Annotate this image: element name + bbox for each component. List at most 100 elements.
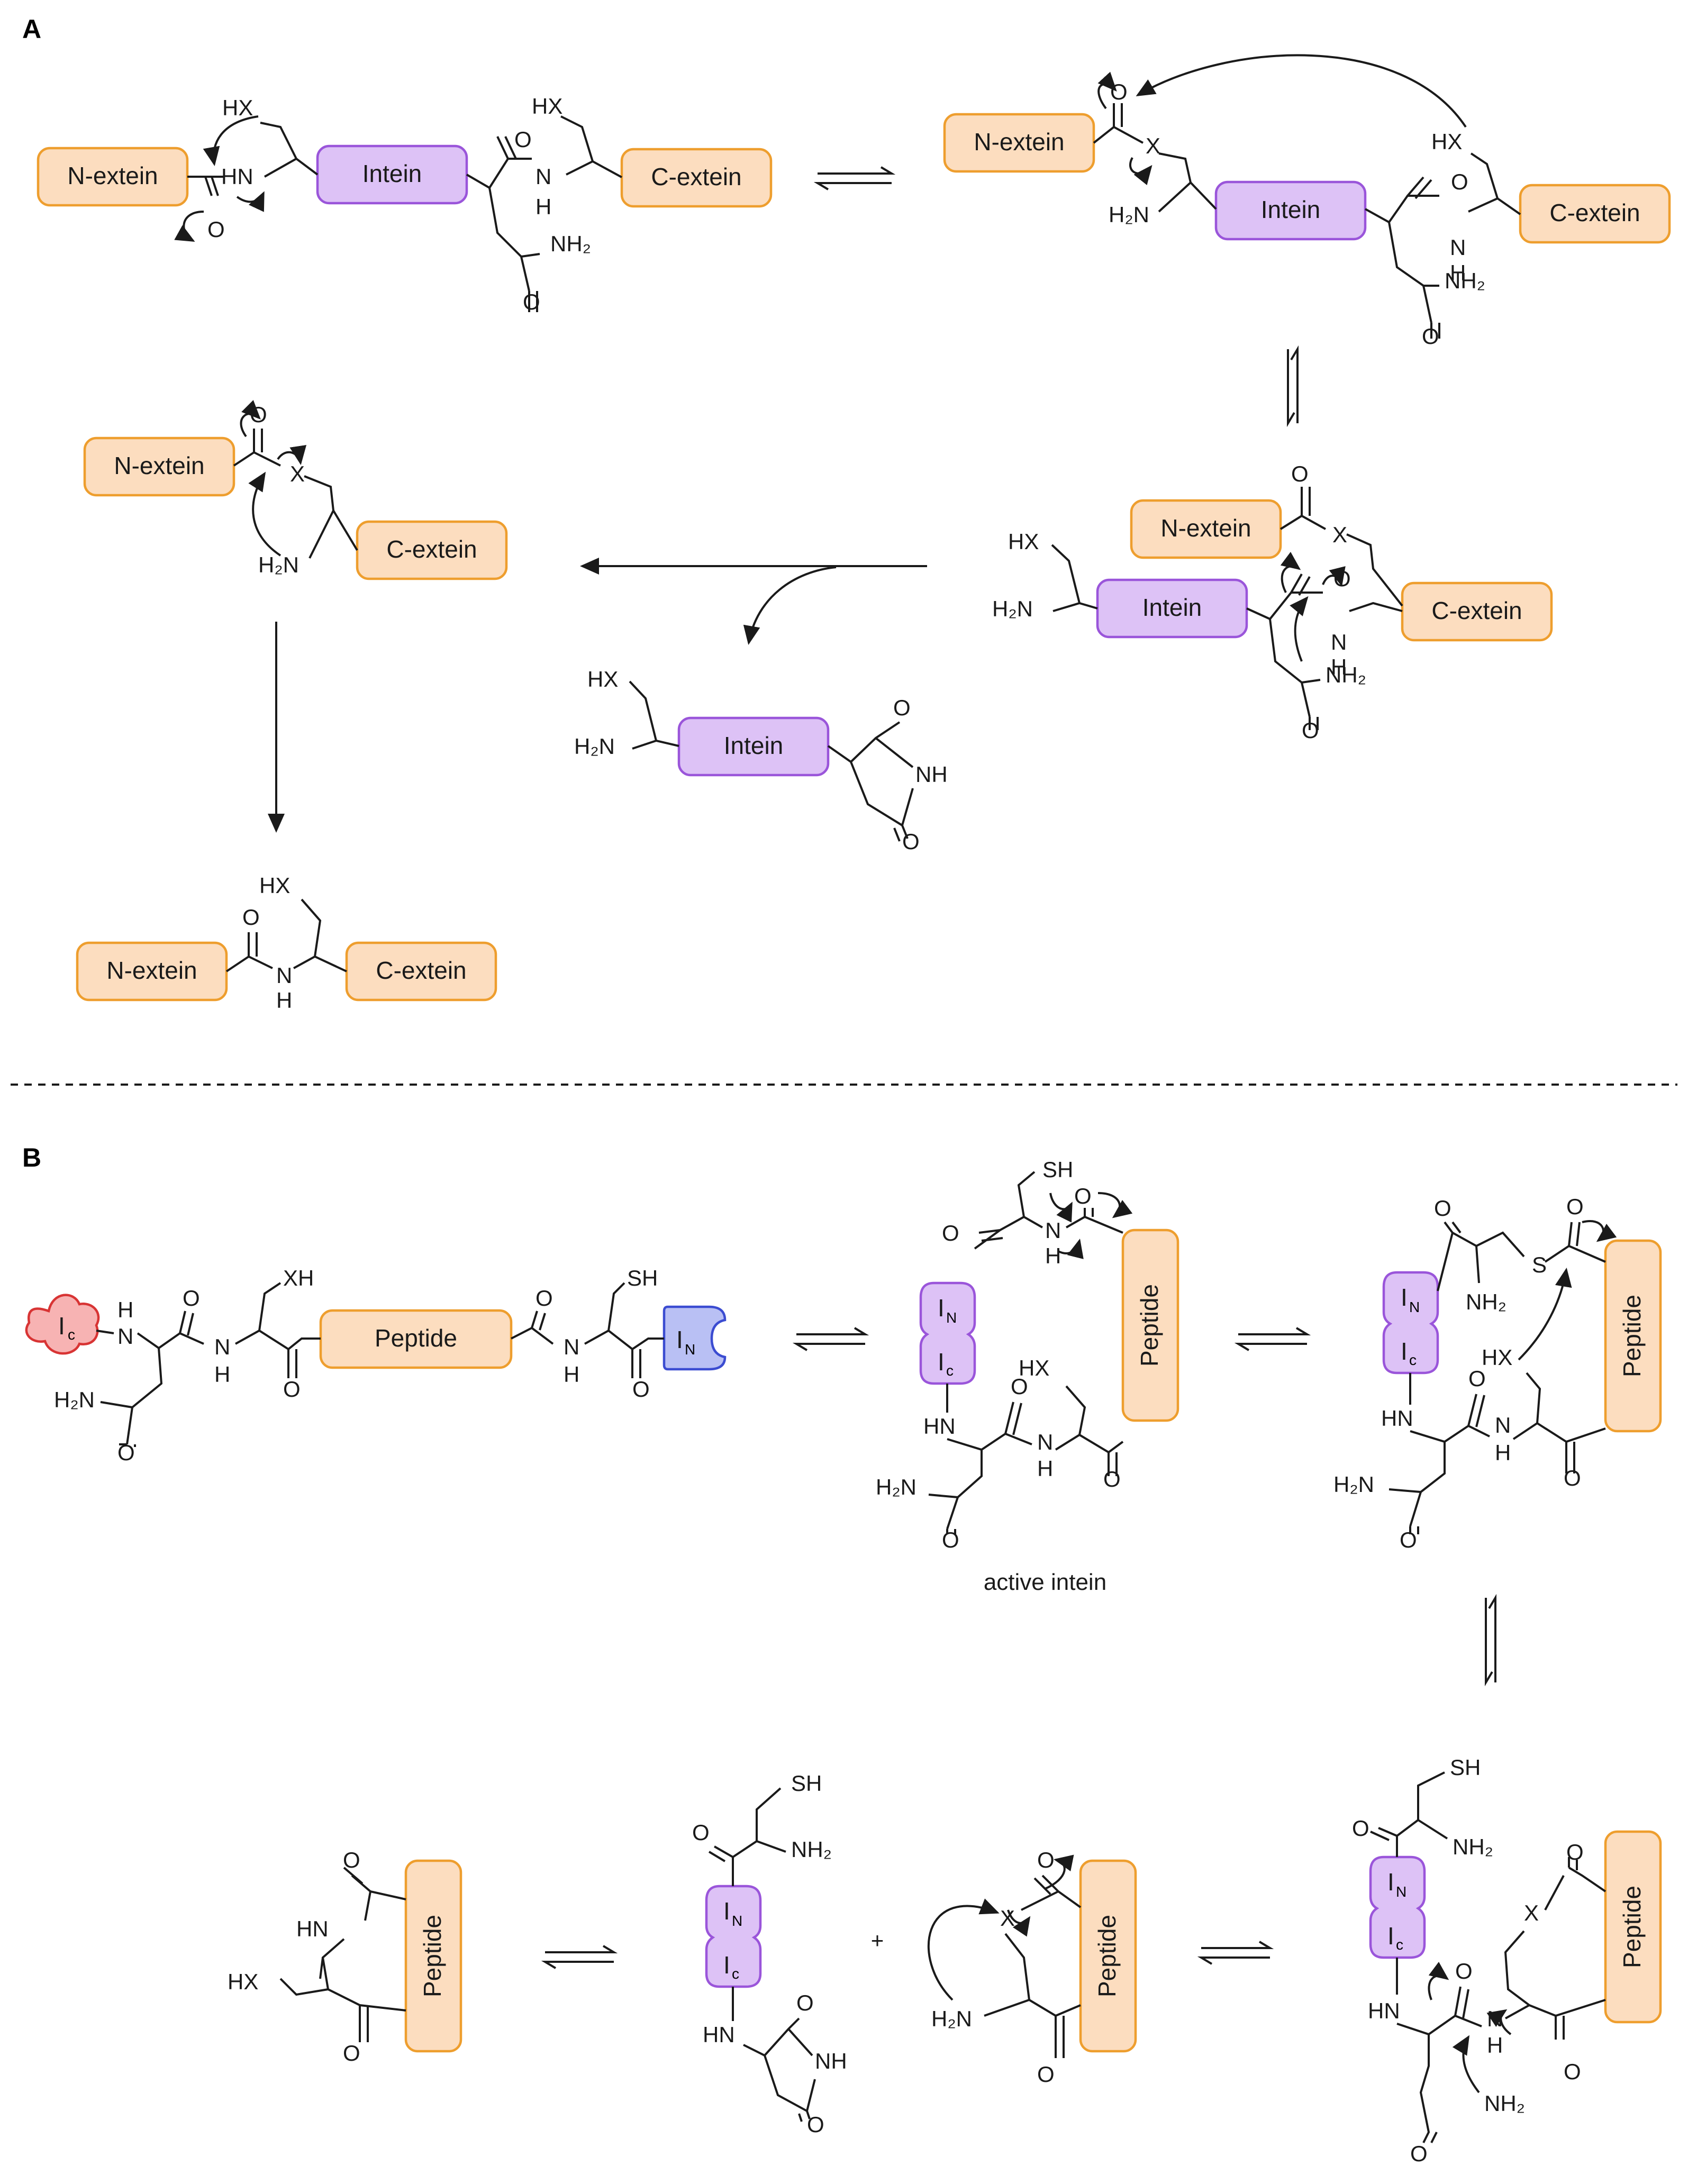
ic-subscript: c [732,1965,739,1982]
bonds [260,122,540,312]
atom-n: N [276,963,292,988]
atom-h2n: H₂N [258,552,299,577]
atom-n: N [214,1334,230,1359]
curved-arrow [240,400,261,438]
in-subscript: N [685,1341,695,1358]
atom-o: O [1291,461,1309,486]
bonds [1279,487,1403,607]
a-linked-exteins-ester: N-extein C-extein O X H₂N [83,400,508,580]
bonds [827,721,914,842]
bonds [225,898,347,972]
a-succinimide-intein: Intein HX H₂N O NH O [574,667,948,854]
in-label: I [938,1294,945,1322]
in-label: I [723,1897,730,1925]
a-spliced-product: N-extein C-extein HX O N H [76,873,497,1013]
n-extein-label: N-extein [974,128,1064,156]
in-subscript: N [1396,1883,1406,1900]
atom-o: O [1352,1816,1369,1841]
atom-h: H [117,1297,133,1322]
atom-hx: HX [587,667,618,691]
curved-arrow [1518,1268,1572,1361]
in-subscript: N [732,1913,742,1929]
a-precursor: N-extein Intein C-extein HX HN O O N H H… [37,94,773,314]
panel-a-label: A [22,14,41,44]
split-intein-dimer [705,1885,762,1988]
b-ester-intermediate: Peptide O X H₂N O [927,1848,1137,2087]
curved-arrow [1129,157,1152,185]
atom-o: O [183,1286,200,1311]
atom-o: O [1564,2059,1581,2084]
atom-x: X [1146,133,1160,158]
equilibrium-arrow [792,1327,869,1351]
atom-h2n: H₂N [574,734,615,759]
atom-h2n: H₂N [1109,202,1149,227]
atom-s: S [1532,1252,1547,1277]
bonds [235,1282,321,1378]
atom-o: O [1333,566,1351,591]
atom-hn: HN [221,164,253,189]
atom-hx: HX [1008,529,1039,554]
n-extein-label: N-extein [67,162,158,189]
atom-nh2: NH₂ [1445,268,1485,293]
atom-xh: XH [283,1266,314,1290]
atom-n: N [117,1324,133,1349]
atom-x: X [290,461,305,486]
bonds [1468,152,1521,215]
atom-o: O [1110,79,1128,104]
atom-x: X [1524,1900,1539,1925]
b-excised-intein-succinimide: I N I c SH O NH₂ HN O NH O [692,1771,847,2137]
split-intein-dimer [1382,1271,1439,1375]
atom-o: O [514,127,532,152]
atom-h: H [564,1362,579,1387]
atom-o: O [1074,1184,1092,1208]
bonds [984,1874,1082,2058]
atom-o: O [1037,1848,1055,1872]
atom-nh: NH [815,2049,847,2073]
in-fragment-blob [663,1305,727,1371]
atom-o: O [343,2041,360,2065]
b-cyclic-peptide-product: Peptide O HN HX O [228,1848,462,2065]
atom-h: H [276,988,292,1013]
atom-h: H [1037,1456,1053,1481]
in-label: I [676,1326,683,1353]
atom-o: O [1451,169,1468,194]
peptide-box [1079,1859,1137,2053]
curved-arrow [1582,1220,1617,1242]
atom-hx: HX [1019,1355,1049,1380]
atom-sh: SH [1450,1755,1481,1780]
a-branched-intermediate: N-extein Intein C-extein O X HX H₂N O N … [992,461,1553,743]
curved-arrow [236,191,265,212]
atom-h2n: H₂N [54,1387,95,1412]
atom-nh2: NH₂ [550,231,591,256]
atom-n: N [1331,630,1347,654]
atom-h2n: H₂N [1333,1472,1374,1497]
atom-sh: SH [791,1771,822,1796]
bonds [187,157,319,196]
atom-o: O [523,289,540,314]
atom-x: X [1332,522,1347,547]
atom-o: O [1400,1527,1417,1552]
atom-o: O [893,695,911,720]
n-extein-box [83,436,235,497]
atom-hx: HX [228,1969,258,1994]
bonds [560,115,622,178]
peptide-box [1604,1239,1662,1433]
n-extein-label: N-extein [106,957,197,984]
bonds [629,680,679,750]
atom-o: O [1037,2062,1055,2087]
intein-box [1214,180,1367,241]
atom-o: O [1468,1366,1486,1391]
panel-b-label: B [22,1143,41,1172]
b-split-intein-precursor: I c Peptide I N H N H₂N O O N H XH O O N… [25,1266,727,1465]
ic-label: I [938,1348,945,1376]
curved-arrow [1452,2035,1480,2094]
bonds [1388,1372,1606,1534]
atom-o: O [242,905,260,930]
peptide-label: Peptide [1136,1284,1163,1367]
atom-o: O [807,2112,824,2137]
b-thioester-intermediate: Peptide I N I c O S O NH₂ HX HN O N H O … [1333,1194,1662,1552]
bonds [233,429,358,559]
atom-nh2: NH₂ [1466,1289,1507,1314]
bonds [732,1987,816,2122]
reaction-arrow [580,558,927,645]
